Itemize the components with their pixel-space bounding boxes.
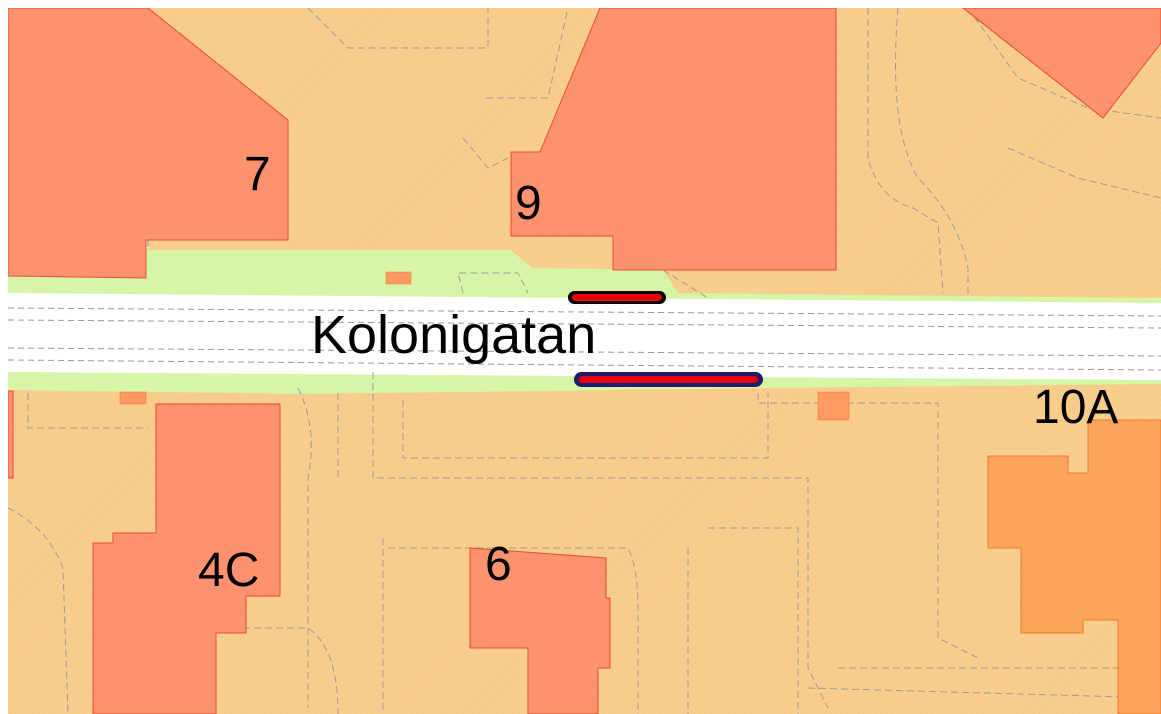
building-north-east xyxy=(962,8,1161,119)
building-9 xyxy=(510,8,837,271)
map-canvas[interactable]: 7 9 Kolonigatan 10A 4C 6 xyxy=(8,8,1161,714)
road-kolonigatan xyxy=(8,293,1161,380)
building-4c xyxy=(92,403,281,714)
label-house-7: 7 xyxy=(244,148,271,201)
marker-south-fill xyxy=(579,376,758,383)
marker-south[interactable] xyxy=(574,372,763,387)
shed-south-east xyxy=(817,391,850,421)
label-house-9: 9 xyxy=(515,177,542,230)
label-house-4c: 4C xyxy=(198,544,259,597)
building-edge-west xyxy=(8,390,14,479)
shed-north xyxy=(385,271,412,285)
green-strip-north xyxy=(8,240,1161,306)
shed-south-west xyxy=(119,391,147,405)
building-6 xyxy=(469,547,611,714)
road-edge-lines xyxy=(8,307,1161,371)
building-7 xyxy=(8,8,289,279)
label-house-6: 6 xyxy=(485,538,512,591)
marker-north-fill xyxy=(572,294,662,301)
building-10a[interactable] xyxy=(987,419,1161,714)
label-house-10a: 10A xyxy=(1033,381,1118,434)
marker-north[interactable] xyxy=(568,291,666,304)
property-boundaries xyxy=(8,8,1161,714)
label-street-kolonigatan: Kolonigatan xyxy=(311,305,596,365)
